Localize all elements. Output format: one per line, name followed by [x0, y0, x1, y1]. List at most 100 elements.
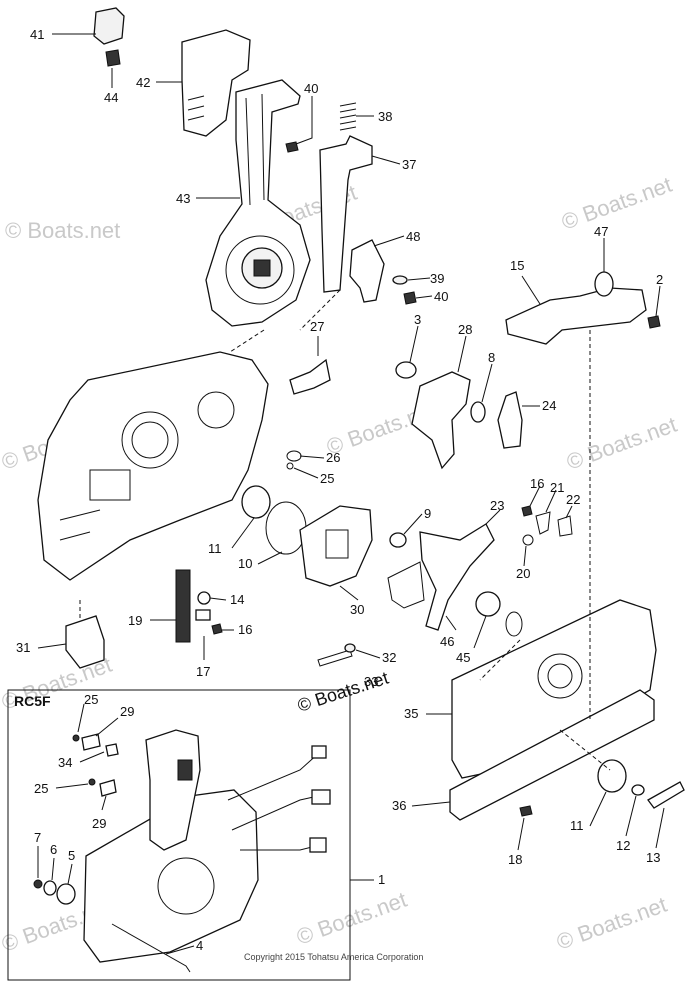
part-17 — [195, 609, 211, 621]
part-34 — [105, 743, 119, 757]
part-32 — [317, 649, 353, 667]
callout-43: 43 — [176, 191, 190, 206]
callout-34: 34 — [58, 755, 72, 770]
callout-7: 7 — [34, 830, 41, 845]
part-27 — [289, 358, 331, 395]
part-3 — [395, 361, 417, 379]
part-10 — [265, 501, 307, 555]
callout-28: 28 — [458, 322, 472, 337]
part-1 — [83, 789, 259, 963]
callout-29b: 29 — [92, 816, 106, 831]
callout-21: 21 — [550, 480, 564, 495]
part-6 — [43, 880, 57, 896]
part-2 — [647, 315, 661, 329]
part-29a — [81, 733, 101, 751]
part-15 — [505, 287, 647, 345]
inset-rc5f: RC5F — [7, 689, 351, 981]
watermark-3: © Boats.net — [558, 172, 675, 235]
part-44 — [105, 49, 121, 67]
callout-24: 24 — [542, 398, 556, 413]
callout-30: 30 — [350, 602, 364, 617]
callout-27: 27 — [310, 319, 324, 334]
callout-33: 33 — [364, 674, 378, 689]
callout-16: 16 — [530, 476, 544, 491]
callout-31: 31 — [16, 640, 30, 655]
part-25b — [72, 734, 80, 742]
part-26 — [286, 450, 302, 462]
part-4 — [111, 923, 191, 973]
watermark-10: © Boats.net — [553, 892, 670, 955]
part-14 — [197, 591, 211, 605]
part-46 — [387, 561, 425, 609]
callout-18: 18 — [508, 852, 522, 867]
callout-38: 38 — [378, 109, 392, 124]
part-12 — [631, 784, 645, 796]
callout-6: 6 — [50, 842, 57, 857]
callout-37: 37 — [402, 157, 416, 172]
part-41 — [93, 7, 125, 45]
callout-42: 42 — [136, 75, 150, 90]
callout-48: 48 — [406, 229, 420, 244]
part-23 — [419, 523, 495, 631]
watermark-1: © Boats.net — [5, 218, 120, 243]
callout-46: 46 — [440, 634, 454, 649]
part-47 — [594, 271, 614, 297]
part-40a — [285, 141, 299, 153]
part-48 — [349, 239, 385, 303]
callout-40b: 40 — [434, 289, 448, 304]
part-42 — [181, 29, 251, 137]
callout-45: 45 — [456, 650, 470, 665]
handle-assembly — [93, 7, 417, 327]
callout-35: 35 — [404, 706, 418, 721]
part-7 — [33, 879, 43, 889]
part-45 — [475, 591, 501, 617]
callout-5: 5 — [68, 848, 75, 863]
callout-25: 25 — [320, 471, 334, 486]
callout-11: 11 — [208, 541, 222, 556]
part-40b — [403, 291, 417, 305]
callout-32: 32 — [382, 650, 396, 665]
leader-lines — [37, 33, 665, 955]
part-28 — [411, 371, 471, 470]
assembly-lines — [79, 289, 611, 771]
callout-25b: 25 — [84, 692, 98, 707]
callout-12: 12 — [616, 838, 630, 853]
part-16a — [521, 505, 533, 517]
part-29b — [99, 779, 117, 797]
callout-17: 17 — [196, 664, 210, 679]
part-39 — [392, 275, 408, 285]
housing-assembly — [37, 351, 573, 669]
watermark-9: © Boats.net — [293, 887, 410, 950]
part-33 — [344, 643, 356, 653]
part-43 — [205, 79, 311, 327]
callout-19: 19 — [128, 613, 142, 628]
callout-14: 14 — [230, 592, 244, 607]
callout-36: 36 — [392, 798, 406, 813]
part-5 — [56, 883, 76, 905]
callout-labels: 41 44 42 40 38 37 43 48 39 40 47 15 2 27… — [16, 27, 663, 953]
housing — [37, 351, 269, 581]
part-31 — [65, 615, 105, 669]
callout-13: 13 — [646, 850, 660, 865]
callout-41: 41 — [30, 27, 44, 42]
part-21 — [535, 511, 551, 535]
part-20 — [522, 534, 534, 546]
cover-assembly — [449, 599, 685, 821]
callout-47: 47 — [594, 224, 608, 239]
callout-4: 4 — [196, 938, 203, 953]
callout-26: 26 — [326, 450, 340, 465]
part-36 — [449, 689, 655, 821]
callout-9: 9 — [424, 506, 431, 521]
inset-frame — [7, 689, 351, 981]
part-25a — [286, 462, 294, 470]
part-19 — [175, 569, 191, 643]
callout-10: 10 — [238, 556, 252, 571]
callout-44: 44 — [104, 90, 118, 105]
copyright: Copyright 2015 Tohatsu America Corporati… — [244, 952, 423, 962]
callout-8: 8 — [488, 350, 495, 365]
part-11b — [597, 759, 627, 793]
callout-39: 39 — [430, 271, 444, 286]
callout-1: 1 — [378, 872, 385, 887]
callout-3: 3 — [414, 312, 421, 327]
callout-23: 23 — [490, 498, 504, 513]
